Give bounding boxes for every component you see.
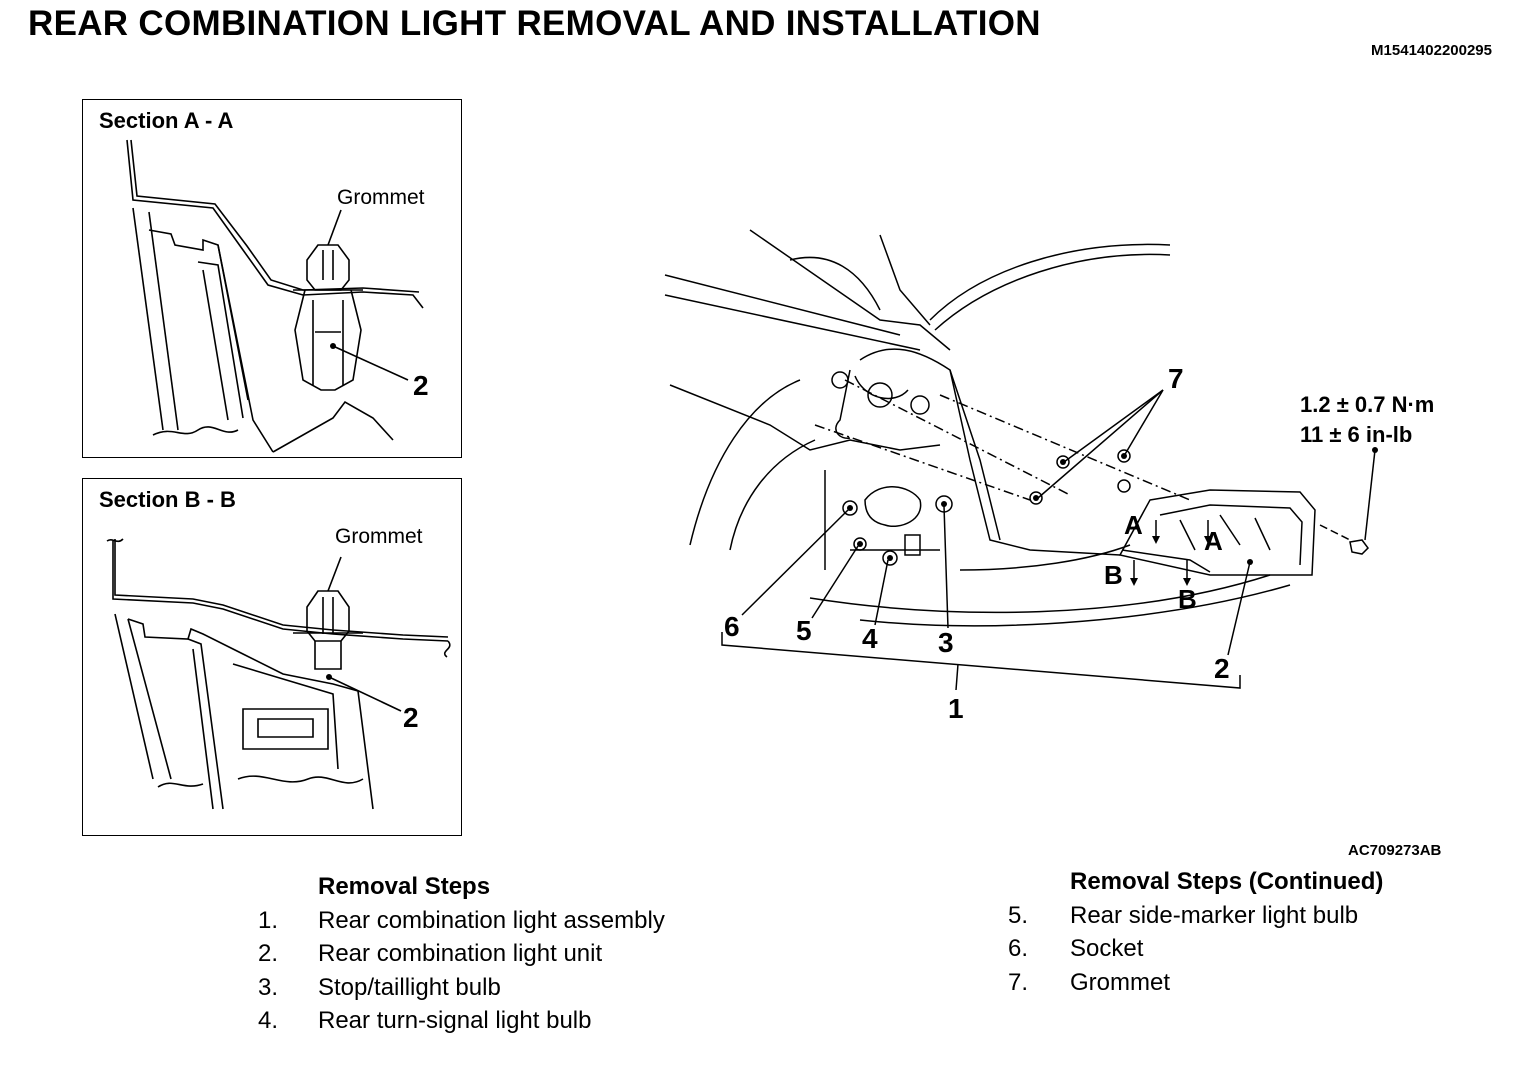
section-b-drawing: Grommet 2 xyxy=(106,525,451,810)
callout-3: 3 xyxy=(938,627,954,658)
list-item: 3.Stop/taillight bulb xyxy=(258,973,501,1001)
section-a-title: Section A - A xyxy=(99,108,234,133)
section-marker-b-left: B xyxy=(1104,560,1123,590)
document-code: M1541402200295 xyxy=(1371,42,1492,59)
callout-6: 6 xyxy=(724,611,740,642)
torque-inlb: 11 ± 6 in-lb xyxy=(1300,422,1412,447)
list-item: 6.Socket xyxy=(1008,935,1144,962)
callout-4: 4 xyxy=(862,623,878,654)
figure-code: AC709273AB xyxy=(1348,842,1442,859)
list-item: 7.Grommet xyxy=(1008,968,1171,996)
removal-steps-continued-heading: Removal Steps (Continued) xyxy=(1070,868,1384,895)
section-a-panel: Grommet 2 Section A - A xyxy=(82,99,462,458)
callout-2: 2 xyxy=(403,702,419,733)
removal-steps-heading: Removal Steps xyxy=(318,873,491,900)
callout-5: 5 xyxy=(796,615,812,646)
main-exploded-view: A A B B 7 6 5 4 3 2 1 1.2 ± 0.7 N·m 11 ±… xyxy=(664,229,1434,724)
section-b-title: Section B - B xyxy=(99,487,236,512)
grommet-label: Grommet xyxy=(337,186,425,209)
section-marker-b-right: B xyxy=(1178,584,1197,614)
grommet-label: Grommet xyxy=(335,525,423,548)
section-b-panel: Grommet 2 Section B - B xyxy=(82,478,462,836)
list-item: 5.Rear side-marker light bulb xyxy=(1008,901,1359,929)
page-title: REAR COMBINATION LIGHT REMOVAL AND INSTA… xyxy=(28,4,1041,43)
callout-2: 2 xyxy=(413,370,429,401)
removal-steps: Removal Steps 1.Rear combination light a… xyxy=(258,870,738,1038)
callout-7: 7 xyxy=(1168,363,1184,394)
removal-steps-continued: Removal Steps (Continued) 5.Rear side-ma… xyxy=(1008,865,1468,999)
section-marker-a-right: A xyxy=(1204,526,1223,556)
section-marker-a-left: A xyxy=(1124,510,1143,540)
callout-1: 1 xyxy=(948,693,964,724)
list-item: 4.Rear turn-signal light bulb xyxy=(258,1007,592,1034)
list-item: 1.Rear combination light assembly xyxy=(258,906,665,934)
list-item: 2.Rear combination light unit xyxy=(258,940,603,967)
section-a-drawing: Grommet 2 xyxy=(126,139,429,453)
torque-nm: 1.2 ± 0.7 N·m xyxy=(1300,392,1434,417)
callout-2: 2 xyxy=(1214,653,1230,684)
